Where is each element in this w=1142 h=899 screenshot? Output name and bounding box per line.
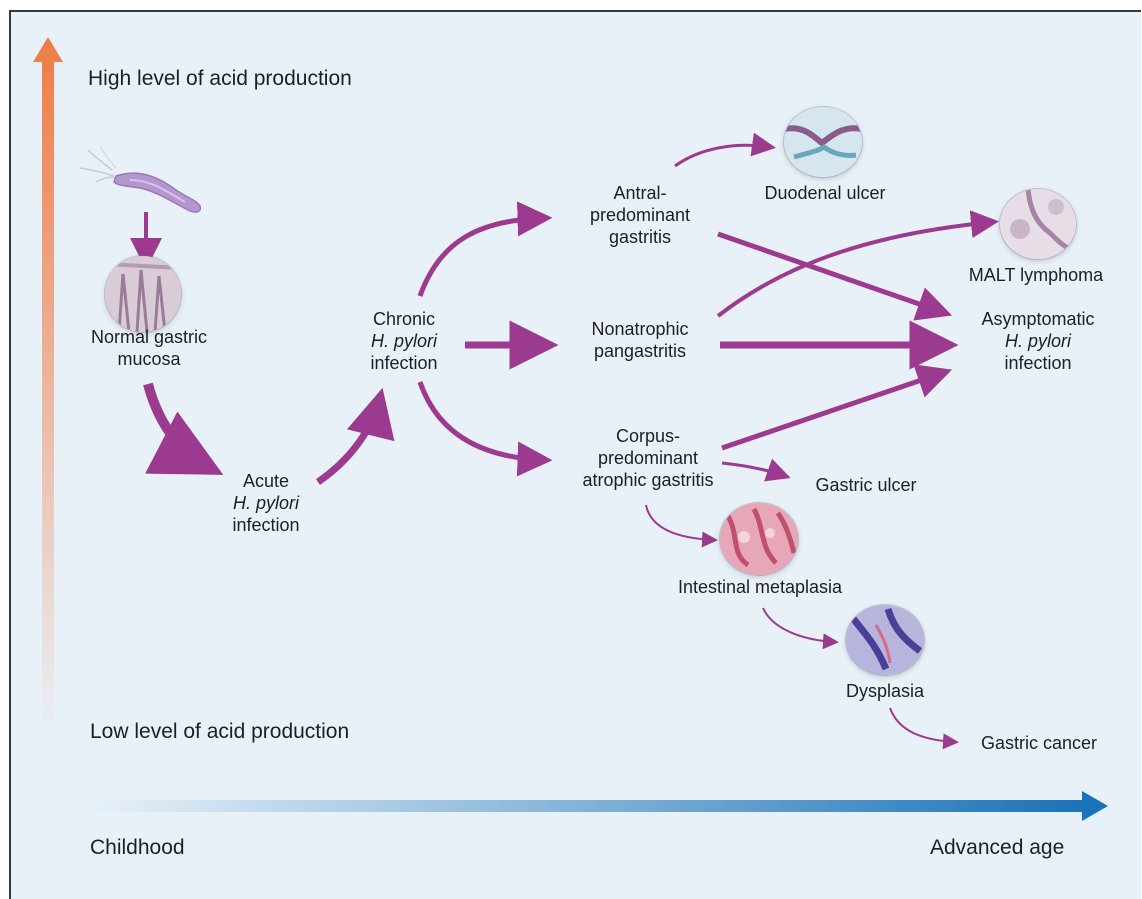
arrow-corpus-to-metaplasia	[645, 504, 718, 548]
arrow-corpus-to-asymptomatic	[721, 364, 953, 451]
node-label-line: predominant	[589, 205, 691, 225]
node-label-line: infection	[232, 515, 300, 535]
node-asymptomatic-infection: Asymptomatic H. pylori infection	[981, 308, 1094, 374]
node-intestinal-metaplasia: Intestinal metaplasia	[677, 577, 843, 597]
node-label-line: Corpus-	[615, 426, 681, 446]
node-gastric-ulcer: Gastric ulcer	[815, 475, 917, 495]
duodenal-ulcer-micrograph	[784, 107, 862, 177]
node-label-line: infection	[370, 353, 438, 373]
node-label-line: H. pylori	[1004, 331, 1071, 351]
node-label-line: Antral-	[613, 183, 667, 203]
arrow-acute-to-chronic	[316, 387, 395, 485]
arrow-dysplasia-to-cancer	[889, 707, 959, 750]
y-axis-bottom-label: Low level of acid production	[90, 720, 350, 743]
node-dysplasia: Dysplasia	[845, 681, 925, 701]
arrow-nonatrophic-to-malt	[716, 210, 999, 318]
node-acute-infection: Acute H. pylori infection	[232, 470, 299, 536]
y-axis-top-label: High level of acid production	[88, 67, 352, 90]
node-label-line: infection	[1004, 353, 1072, 373]
node-label-line: pangastritis	[593, 341, 687, 361]
node-normal-gastric-mucosa: Normal gastric mucosa	[91, 326, 207, 370]
node-label-line: gastritis	[608, 227, 672, 247]
node-label-line: mucosa	[117, 349, 181, 369]
x-axis-arrow	[85, 791, 1108, 821]
y-axis-arrow	[33, 37, 63, 740]
malt-lymphoma-micrograph	[1000, 189, 1076, 259]
node-label-line: H. pylori	[370, 331, 438, 351]
node-label-line: Nonatrophic	[591, 319, 689, 339]
arrow-normal-to-acute	[143, 382, 224, 475]
node-nonatrophic-pangastritis: Nonatrophic pangastritis	[591, 318, 688, 362]
arrow-chronic-to-corpus	[417, 381, 553, 477]
node-antral-gastritis: Antral- predominant gastritis	[590, 182, 690, 248]
node-label-line: Normal gastric	[90, 327, 208, 347]
arrow-chronic-to-antral	[417, 201, 553, 297]
x-axis-right-label: Advanced age	[930, 836, 1065, 859]
arrow-corpus-to-gastric-ulcer	[721, 458, 791, 482]
x-axis-left-label: Childhood	[90, 836, 185, 859]
node-label-line: H. pylori	[232, 493, 300, 513]
intestinal-metaplasia-micrograph	[720, 503, 798, 575]
arrow-metaplasia-to-dysplasia	[762, 607, 839, 650]
node-label-line: atrophic gastritis	[582, 470, 714, 490]
dysplasia-micrograph	[846, 605, 924, 675]
node-label-line: Chronic	[372, 309, 436, 329]
node-duodenal-ulcer: Duodenal ulcer	[764, 183, 886, 203]
node-label-line: Asymptomatic	[981, 309, 1095, 329]
h-pylori-bacterium-illustration	[79, 145, 202, 213]
node-label-line: Acute	[242, 471, 290, 491]
node-corpus-atrophic-gastritis: Corpus- predominant atrophic gastritis	[582, 425, 713, 491]
arrow-antral-to-asymptomatic	[717, 231, 953, 321]
node-malt-lymphoma: MALT lymphoma	[968, 265, 1104, 285]
arrow-antral-to-duodenal	[674, 132, 776, 168]
normal-mucosa-micrograph	[105, 256, 181, 332]
node-chronic-infection: Chronic H. pylori infection	[370, 308, 437, 374]
node-label-line: predominant	[597, 448, 699, 468]
node-gastric-cancer: Gastric cancer	[980, 733, 1098, 753]
